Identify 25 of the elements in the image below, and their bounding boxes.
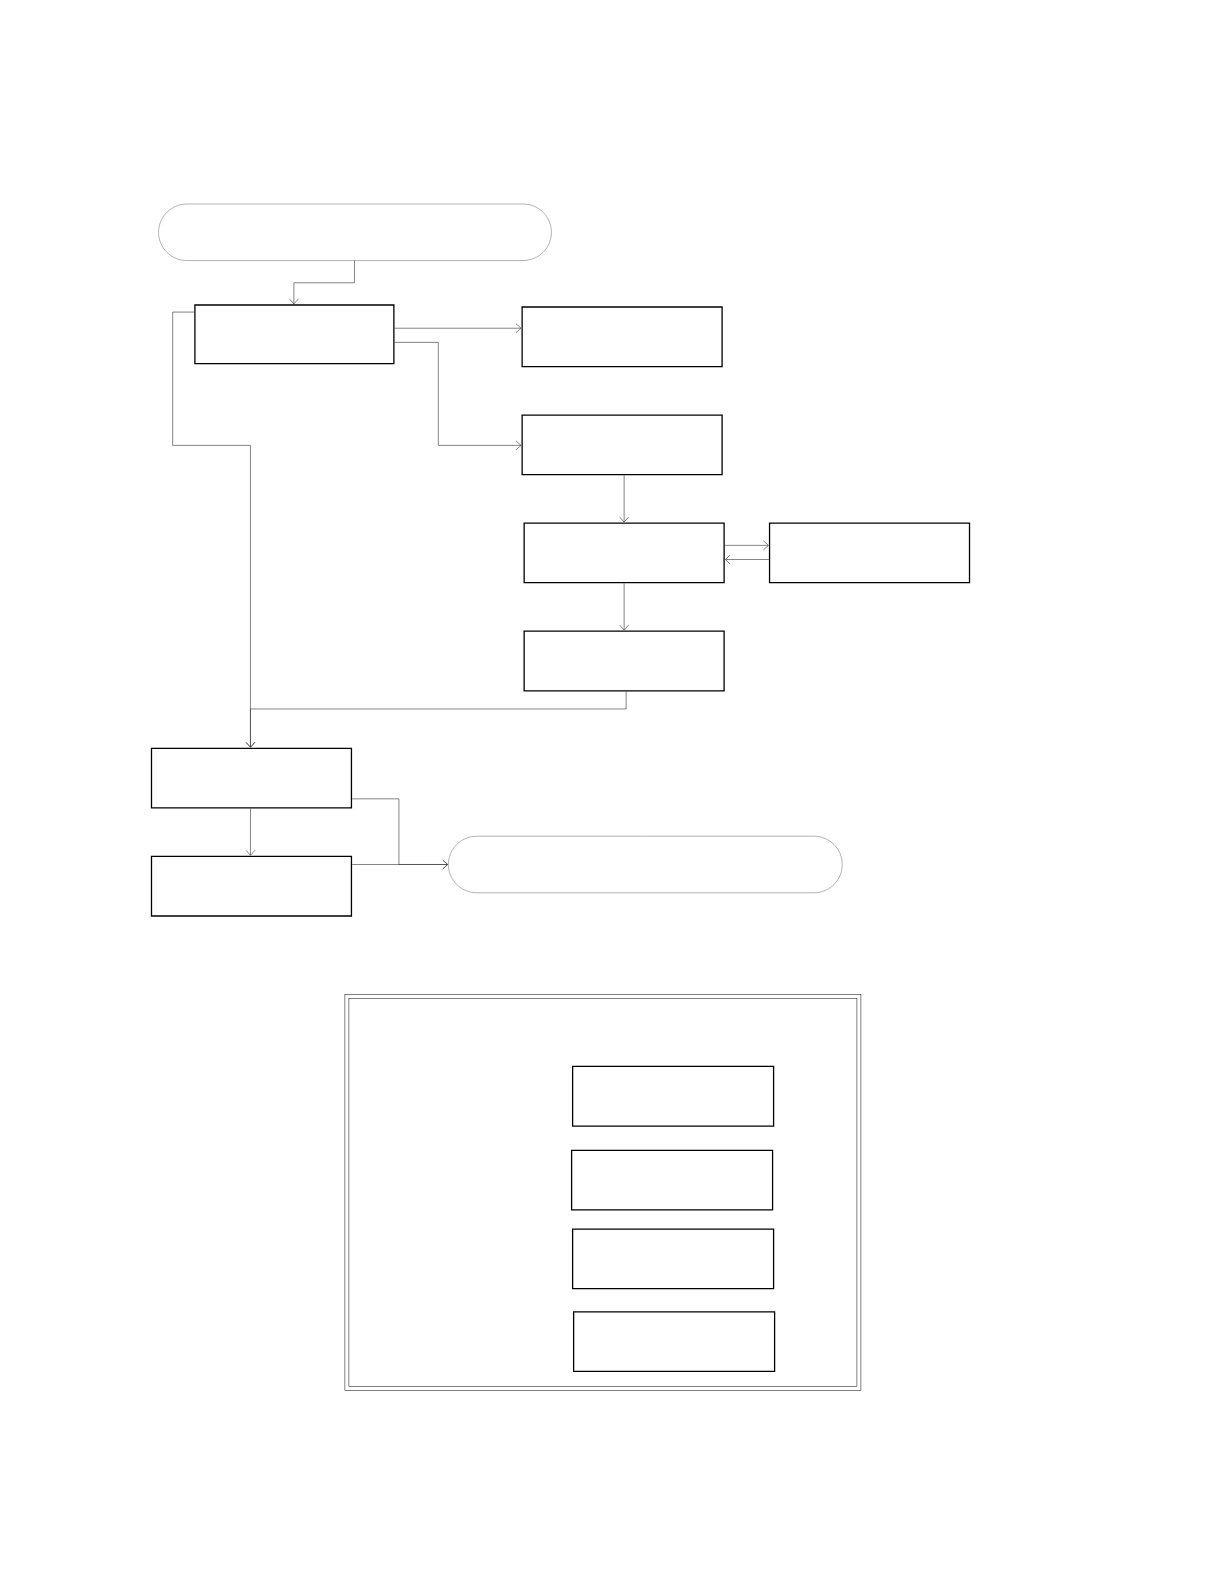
process-box [150,747,353,809]
process-box [571,1065,775,1127]
arrow [394,342,522,451]
arrow [394,323,522,334]
arrow [351,859,448,870]
arrow [724,554,770,565]
arrow [245,808,256,856]
process-box [523,630,725,692]
process-box [521,414,723,476]
panel-frame [344,994,862,1391]
arrow [619,475,629,523]
terminal-capsule [158,203,552,261]
process-box [571,1228,775,1290]
process-box [523,522,725,584]
process-box [150,855,353,917]
arrow [289,260,355,305]
process-box [194,304,395,365]
arrow [619,583,629,631]
process-box [768,522,971,584]
terminal-capsule [448,835,843,893]
process-box [521,306,723,368]
process-box [570,1149,774,1211]
arrow [245,691,627,748]
arrow [724,540,769,551]
process-box [573,1311,776,1373]
